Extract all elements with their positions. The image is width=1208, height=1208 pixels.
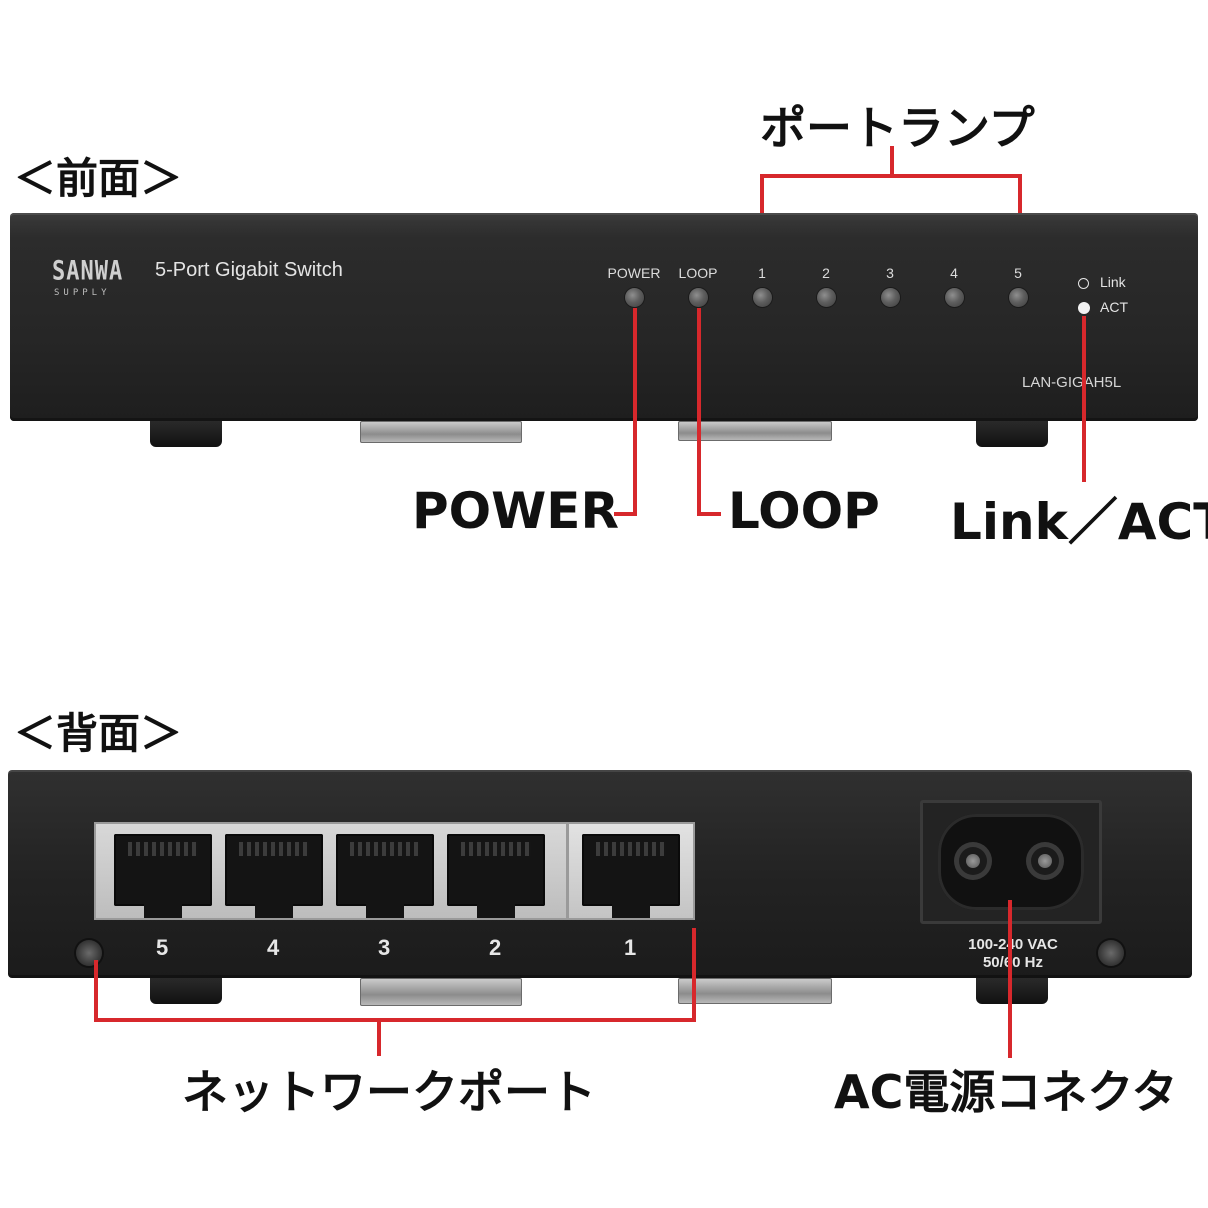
linkact-line-vert <box>1082 316 1086 482</box>
back-section-title: ＜背面＞ <box>14 709 183 758</box>
port-lamp-line-stem <box>890 146 894 176</box>
loop-led <box>689 288 708 307</box>
front-section-title: ＜前面＞ <box>14 154 183 203</box>
back-rail-right <box>678 978 832 1004</box>
front-rail-right <box>678 421 832 441</box>
led-label-loop: LOOP <box>678 265 718 281</box>
front-foot-right <box>976 421 1048 447</box>
network-port-line-bar <box>94 1018 696 1022</box>
loop-callout: LOOP <box>728 482 880 540</box>
link-legend-ring <box>1078 278 1089 289</box>
port-lamp-line-right <box>1018 174 1022 248</box>
port-number-5: 5 <box>156 935 169 960</box>
ac-connector-line <box>1008 900 1012 1058</box>
port-lamp-line-left <box>760 174 764 248</box>
brand-logo-sub: SUPPLY <box>54 288 111 298</box>
led-label-port5: 5 <box>1014 265 1022 281</box>
rj45-port-1[interactable] <box>582 834 680 918</box>
led-label-port4: 4 <box>950 265 958 281</box>
front-rail-left <box>360 421 522 443</box>
ac-connector-callout: AC電源コネクタ <box>834 1065 1178 1119</box>
act-legend-dot <box>1078 302 1090 314</box>
ac-pin-left <box>954 842 992 880</box>
rj45-port-4[interactable] <box>225 834 323 918</box>
power-line-vert <box>633 308 637 516</box>
port1-led <box>753 288 772 307</box>
back-rail-left <box>360 978 522 1006</box>
legend-link: Link <box>1100 274 1126 290</box>
power-led <box>625 288 644 307</box>
led-label-port1: 1 <box>758 265 766 281</box>
led-label-port3: 3 <box>886 265 894 281</box>
product-name: 5-Port Gigabit Switch <box>155 259 343 281</box>
model-number: LAN-GIGAH5L <box>1022 374 1122 391</box>
power-callout: POWER <box>412 482 619 540</box>
port2-led <box>817 288 836 307</box>
link-act-callout: Link／ACT <box>950 493 1208 551</box>
power-line-horiz <box>614 512 637 516</box>
port-number-3: 3 <box>378 935 391 960</box>
port-number-4: 4 <box>267 935 280 960</box>
back-foot-left <box>150 978 222 1004</box>
port4-led <box>945 288 964 307</box>
front-panel <box>10 213 1198 421</box>
ac-pin-right <box>1026 842 1064 880</box>
ac-rating-voltage: 100-240 VAC <box>968 936 1058 953</box>
port-lamp-line-bar <box>760 174 1022 178</box>
screw-right <box>1098 940 1124 966</box>
port-number-1: 1 <box>624 935 637 960</box>
rj45-port-3[interactable] <box>336 834 434 918</box>
screw-left <box>76 940 102 966</box>
port-lamp-callout: ポートランプ <box>760 101 1035 155</box>
back-foot-right <box>976 978 1048 1004</box>
legend-act: ACT <box>1100 299 1128 315</box>
port-number-2: 2 <box>489 935 502 960</box>
loop-line-vert <box>697 308 701 516</box>
port3-led <box>881 288 900 307</box>
network-port-line-right <box>692 928 696 1022</box>
network-port-line-stem <box>377 1018 381 1056</box>
port5-led <box>1009 288 1028 307</box>
led-label-power: POWER <box>607 265 661 281</box>
ac-rating-frequency: 50/60 Hz <box>982 954 1044 971</box>
rj45-port-5[interactable] <box>114 834 212 918</box>
rj45-port-2[interactable] <box>447 834 545 918</box>
brand-logo: SANWA <box>52 256 124 287</box>
led-label-port2: 2 <box>822 265 830 281</box>
network-port-callout: ネットワークポート <box>182 1065 596 1119</box>
loop-line-horiz <box>697 512 721 516</box>
front-foot-left <box>150 421 222 447</box>
network-port-line-left <box>94 960 98 1022</box>
